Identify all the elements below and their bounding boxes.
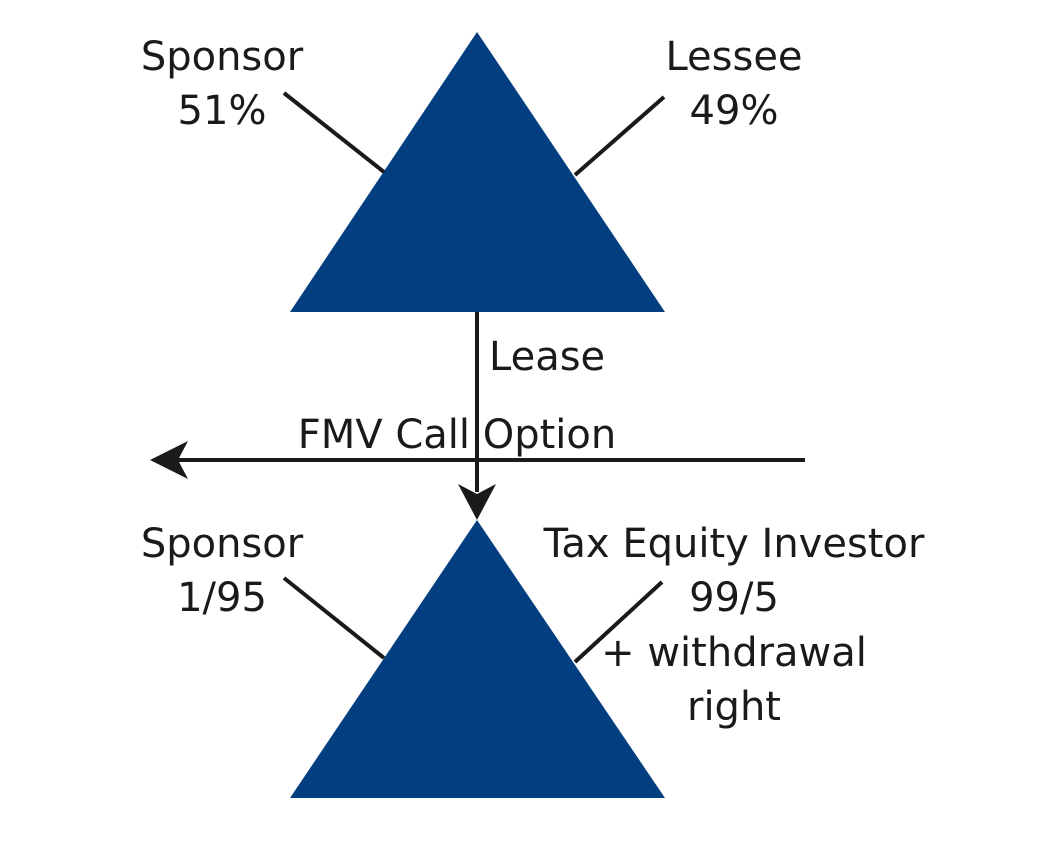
- bottom-left-owner-name: Sponsor: [141, 521, 304, 567]
- call-option-arrow-head: [150, 441, 188, 479]
- bottom-left-owner-share: 1/95: [177, 575, 267, 621]
- top-left-owner-name: Sponsor: [141, 34, 304, 80]
- call-option-label: FMV Call Option: [298, 412, 616, 458]
- top-entity-triangle: [290, 32, 665, 312]
- top-right-owner-name: Lessee: [665, 34, 802, 80]
- top-right-owner-line: [573, 95, 666, 177]
- bottom-right-owner-name: Tax Equity Investor: [543, 521, 925, 567]
- bottom-entity-triangle: [290, 520, 665, 798]
- top-right-owner-share: 49%: [690, 88, 779, 134]
- top-left-owner-line: [282, 91, 386, 174]
- top-left-owner-share: 51%: [178, 88, 267, 134]
- bottom-right-owner-note-line1: + withdrawal: [601, 630, 867, 676]
- bottom-left-owner-line: [282, 576, 386, 660]
- bottom-right-owner-line: [573, 580, 664, 664]
- lease-label: Lease: [489, 334, 605, 380]
- lease-arrow-head: [458, 484, 496, 520]
- bottom-right-owner-share: 99/5: [689, 575, 779, 621]
- bottom-right-owner-note-line2: right: [687, 684, 781, 730]
